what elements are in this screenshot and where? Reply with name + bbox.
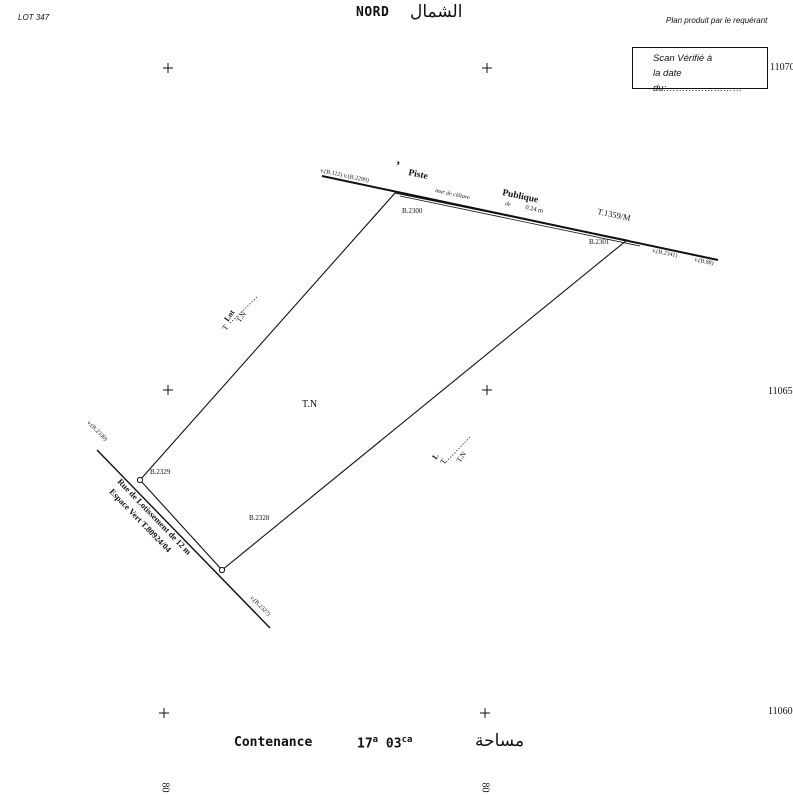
wall-label: mur de clôture: [435, 188, 471, 201]
contenance-label: Contenance: [234, 735, 313, 750]
road-title-ref: T.1359/M: [597, 206, 632, 223]
lot-number: LOT 347: [18, 13, 50, 22]
neighbor-right-l: L: [430, 452, 440, 462]
parcel-outline: [139, 192, 629, 571]
north-label-arabic: الشمال: [410, 2, 463, 22]
grid-y-label-mid: 11065: [768, 386, 793, 397]
grid-crosses: [159, 63, 492, 718]
stamp-line-2: la date du:……………………: [653, 68, 743, 94]
label-v2327: v.(B.2327): [249, 594, 272, 617]
piste-label: Piste: [407, 168, 428, 182]
label-v2330: v.(B.2330): [86, 419, 109, 442]
north-label: NORD: [356, 5, 390, 20]
area-label-arabic: مساحة: [475, 731, 525, 751]
stamp-line-1: Scan Vérifié à: [653, 53, 713, 64]
neighbor-right-t: T: [438, 457, 448, 466]
area-value: 17a 03ca: [357, 735, 412, 751]
parcel-center-label: T.N: [302, 399, 317, 410]
street-label: Rue de Lotissement de 12 m: [116, 476, 194, 556]
neighbor-right-tn: T.N: [454, 449, 468, 464]
label-b2301: B.2301: [589, 238, 610, 246]
marker-b2329: [136, 476, 144, 484]
neighbor-left-tn: T.N: [234, 309, 248, 324]
plan-note: Plan produit par le requérant: [666, 16, 768, 25]
verification-stamp: Scan Vérifié à la date du:……………………: [632, 47, 768, 94]
area-ares: 17: [357, 736, 373, 752]
area-ares-unit: a: [372, 735, 379, 745]
wall-thickness: 0.24 m: [525, 204, 544, 215]
neighbor-left-lot: Lot: [222, 308, 236, 323]
grid-y-label-top: 11070: [770, 62, 793, 73]
label-b2328: B.2328: [249, 514, 270, 522]
piste-mark: ’: [396, 158, 400, 173]
grid-y-label-bottom: 11060: [768, 706, 793, 717]
neighbor-left-t: T: [220, 323, 230, 332]
street-boundary: [96, 449, 271, 629]
area-centiares-unit: ca: [401, 735, 413, 745]
neighbor-left-dots: [229, 295, 259, 324]
road-right-ref-2: v.(B.88): [694, 256, 715, 267]
label-b2300: B.2300: [402, 207, 423, 215]
label-b2329: B.2329: [150, 468, 171, 476]
area-centiares: 03: [385, 736, 402, 752]
wall-de: de: [505, 201, 512, 208]
marker-b2328: [218, 566, 226, 574]
